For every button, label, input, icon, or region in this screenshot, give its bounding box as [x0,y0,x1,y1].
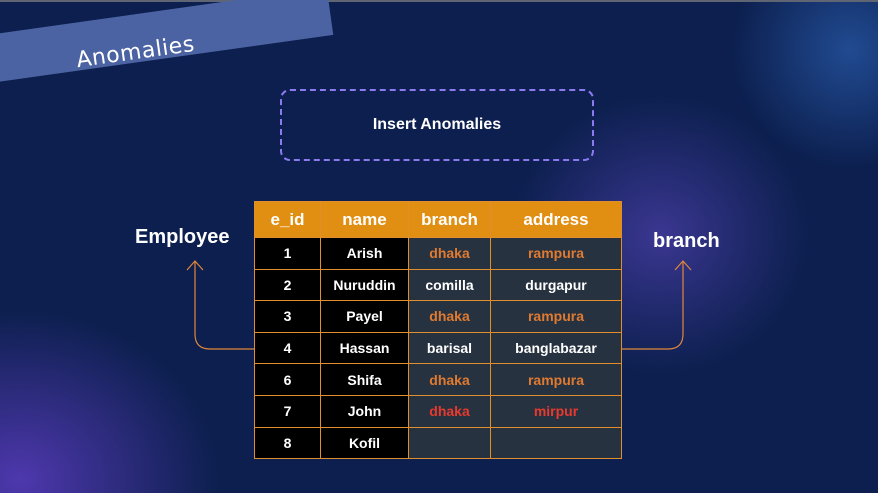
cell-e_id: 3 [254,300,321,333]
cell-name: Nuruddin [320,268,409,302]
column-header-address: address [490,201,622,238]
cell-branch: barisal [408,331,491,365]
cell-e_id: 6 [254,363,321,396]
section-header-box: Insert Anomalies [280,89,594,161]
column-header-name: name [320,201,409,238]
cell-branch: dhaka [408,300,491,333]
cell-address [490,426,622,460]
right-connector-arrow [622,262,684,350]
cell-address: mirpur [490,394,622,428]
cell-branch: dhaka [408,363,491,396]
cell-address: durgapur [490,268,622,302]
cell-name: Payel [320,300,409,333]
cell-e_id: 1 [254,237,321,270]
left-arrowhead-icon [186,260,204,271]
cell-branch [408,426,491,460]
right-arrowhead-icon [674,260,692,271]
cell-address: banglabazar [490,331,622,365]
cell-name: Hassan [320,331,409,365]
cell-name: Shifa [320,363,409,396]
cell-branch: comilla [408,268,491,302]
top-divider [0,0,878,2]
cell-name: Arish [320,237,409,270]
cell-address: rampura [490,363,622,396]
cell-branch: dhaka [408,394,491,428]
cell-e_id: 7 [254,394,321,428]
table-header-row: e_id name branch address [254,201,622,238]
section-title: Insert Anomalies [372,116,502,133]
cell-address: rampura [490,300,622,333]
employee-label: Employee [135,226,230,248]
cell-name: John [320,394,409,428]
column-header-e_id: e_id [254,201,321,238]
column-header-branch: branch [408,201,491,238]
cell-branch: dhaka [408,237,491,270]
cell-address: rampura [490,237,622,270]
cell-e_id: 2 [254,268,321,302]
cell-e_id: 8 [254,426,321,460]
cell-name: Kofil [320,426,409,460]
left-connector-arrow [194,262,254,350]
cell-e_id: 4 [254,331,321,365]
branch-label: branch [653,230,720,252]
